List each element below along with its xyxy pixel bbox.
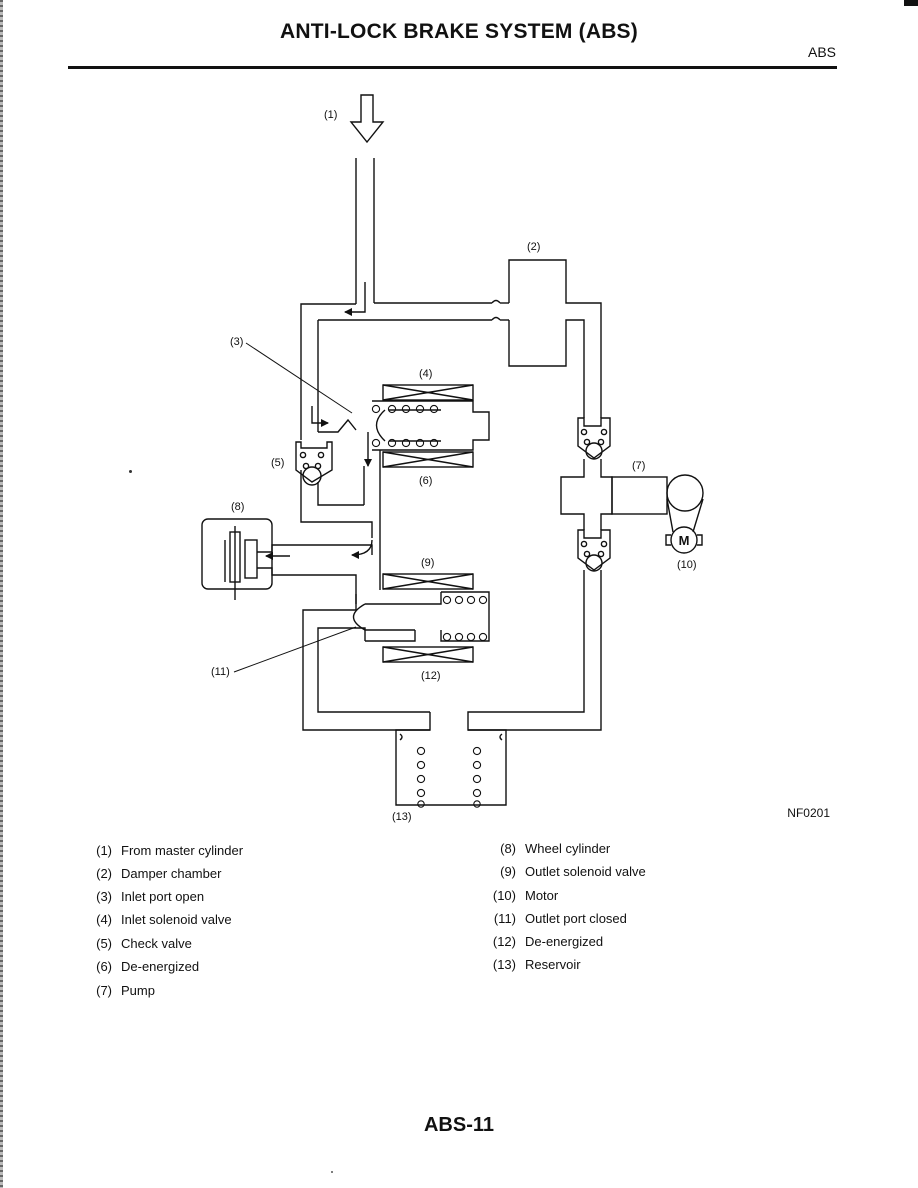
page-title: ANTI-LOCK BRAKE SYSTEM (ABS) <box>280 20 638 43</box>
legend-item: (10)Motor <box>492 888 559 903</box>
legend-item: (5)Check valve <box>96 936 192 951</box>
legend-item: (4)Inlet solenoid valve <box>96 912 232 927</box>
inlet-flow-arrow <box>344 282 366 316</box>
legend-item: (3)Inlet port open <box>96 889 205 904</box>
callout-6: (6) <box>419 475 432 487</box>
callout-5: (5) <box>271 457 284 469</box>
reservoir <box>395 729 507 806</box>
outlet-solenoid-valve <box>302 573 490 731</box>
callout-13: (13) <box>392 811 412 823</box>
callout-8: (8) <box>231 501 244 513</box>
check-valve <box>295 441 333 486</box>
leader-line-11 <box>233 626 357 673</box>
motor <box>665 474 704 554</box>
legend-item: (2)Damper chamber <box>96 866 222 881</box>
callout-12: (12) <box>421 670 441 682</box>
legend-item: (12)De-energized <box>492 934 604 949</box>
legend-item: (11)Outlet port closed <box>493 911 627 926</box>
callout-3: (3) <box>230 336 243 348</box>
stray-mark <box>331 1171 333 1173</box>
legend-item: (8)Wheel cylinder <box>500 841 611 856</box>
stray-mark <box>129 470 132 473</box>
legend-item: (1)From master cylinder <box>96 843 244 858</box>
damper-chamber <box>508 259 602 418</box>
header-rule <box>68 66 837 69</box>
pump <box>467 417 668 731</box>
master-cylinder-flow-arrow <box>349 94 385 144</box>
motor-symbol: M <box>679 533 690 548</box>
corner-mark <box>904 0 918 6</box>
section-tag: ABS <box>807 44 836 60</box>
page-number: ABS-11 <box>423 1114 495 1136</box>
legend-item: (13)Reservoir <box>492 957 581 972</box>
callout-10: (10) <box>677 559 697 571</box>
callout-2: (2) <box>527 241 540 253</box>
callout-1: (1) <box>324 109 337 121</box>
callout-9: (9) <box>421 557 434 569</box>
page-scan-edge <box>0 0 3 1188</box>
leader-line-3 <box>245 342 353 414</box>
legend-item: (6)De-energized <box>96 959 200 974</box>
legend-item: (7)Pump <box>96 983 155 998</box>
callout-4: (4) <box>419 368 432 380</box>
figure-code: NF0201 <box>787 806 830 820</box>
callout-11: (11) <box>211 666 230 678</box>
wheel-cylinder <box>201 518 373 610</box>
callout-7: (7) <box>632 460 645 472</box>
legend-item: (9)Outlet solenoid valve <box>500 864 646 879</box>
inlet-solenoid-valve <box>372 384 490 468</box>
